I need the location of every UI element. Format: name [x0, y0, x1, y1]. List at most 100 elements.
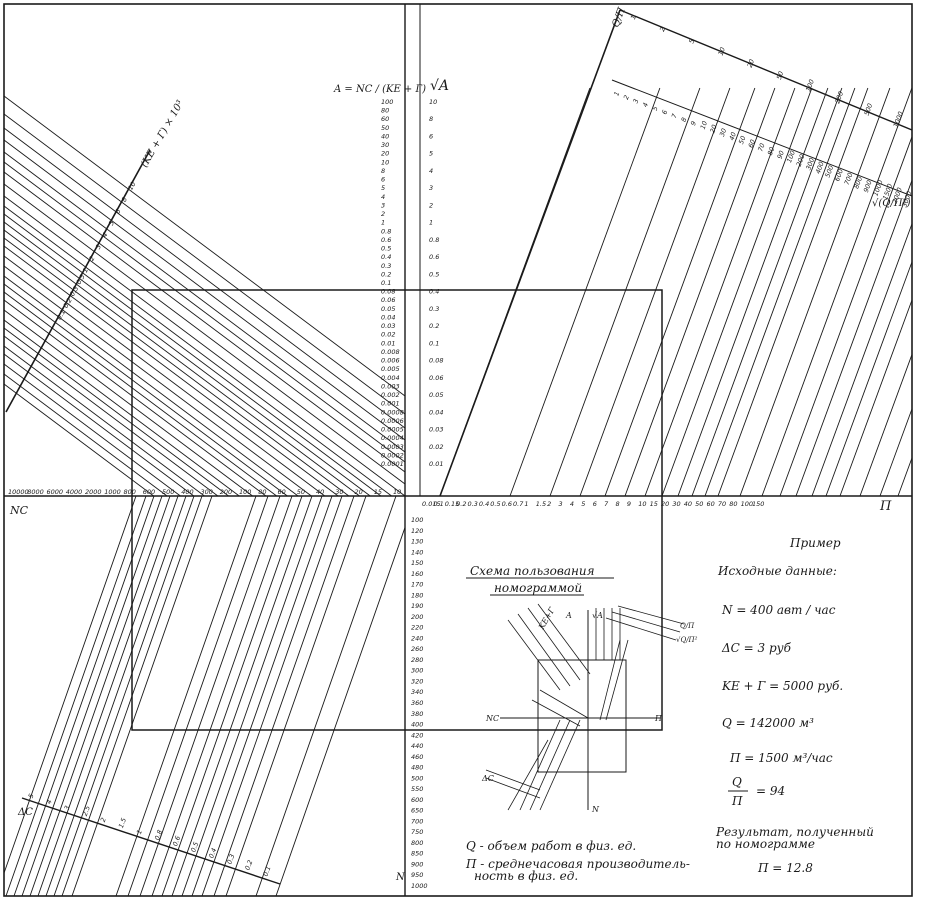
sqrt-q-p2-tick-label: 1 — [612, 90, 621, 97]
p-tick-label: 0.015 — [422, 500, 441, 508]
n-tick-label: 460 — [411, 753, 423, 761]
top-left-curve — [3, 255, 326, 497]
sqrt-q-p2-tick-label: 400 — [814, 161, 826, 175]
n-tick-label: 200 — [411, 613, 423, 621]
n-tick-label: 420 — [411, 731, 423, 739]
top-left-curve — [3, 161, 406, 463]
q-over-p-tick-label: 5 — [687, 38, 696, 45]
scheme-nc-line — [531, 699, 581, 727]
top-left-curve — [3, 327, 229, 497]
nc-tick-label: 20 — [355, 488, 363, 496]
scheme-title-2: номограммой — [494, 581, 582, 595]
sqrt-a-tick-label: 0.05 — [429, 391, 443, 399]
sqrt-q-p2-tick-label: 80 — [766, 146, 776, 157]
ke-g-axis — [5, 149, 151, 413]
p-tick-label: 1 — [524, 500, 528, 508]
nc-tick-label: 100 — [239, 488, 251, 496]
p-tick-label: 3 — [559, 500, 563, 508]
p-tick-label: 80 — [729, 500, 737, 508]
bottom-left-curve — [225, 495, 367, 897]
top-right-curve — [839, 299, 913, 497]
p-tick-label: 9 — [627, 500, 631, 508]
bottom-left-curve — [45, 495, 187, 897]
sqrt-q-p2-tick-label: 600 — [833, 168, 845, 182]
top-left-curve — [3, 113, 406, 415]
n-tick-label: 140 — [411, 548, 423, 556]
scheme-dc-line — [485, 769, 541, 791]
a-tick-label: 0.08 — [381, 288, 395, 296]
a-tick-label: 0.006 — [381, 357, 400, 365]
a-tick-label: 0.005 — [381, 365, 400, 373]
top-left-curve — [3, 195, 406, 497]
sqrt-a-tick-label: 8 — [429, 115, 433, 123]
a-tick-label: 0.2 — [381, 270, 391, 278]
ke-g-label: (KE + Г) × 10³ — [139, 99, 186, 170]
a-tick-label: 2 — [381, 210, 385, 218]
scheme-dc-line — [485, 777, 541, 799]
n-tick-label: 650 — [411, 807, 423, 815]
nc-tick-label: 800 — [124, 488, 136, 496]
sqrt-a-tick-label: 0.02 — [429, 443, 443, 451]
sqrt-a-tick-label: 4 — [429, 167, 433, 175]
scheme-n-line — [529, 719, 571, 811]
top-left-curve — [3, 95, 406, 397]
ke-g-tick-label: 6 — [114, 208, 123, 216]
sqrt-q-p2-tick-label: 50 — [737, 135, 747, 146]
scheme-qp-line — [611, 611, 681, 633]
example-block: Пример Исходные данные: N = 400 авт / ча… — [465, 536, 874, 883]
scheme-ke-line — [527, 607, 581, 681]
a-tick-label: 50 — [381, 124, 389, 132]
a-formula: A = NC / (KE + Г) — [333, 84, 426, 95]
sqrt-a-tick-label: 0.08 — [429, 357, 443, 365]
nc-tick-label: 300 — [201, 488, 213, 496]
example-ratio-value: = 94 — [756, 784, 785, 798]
n-tick-label: 500 — [411, 774, 423, 782]
example-ratio-denominator: П — [731, 794, 743, 808]
scheme-p-line — [605, 639, 629, 721]
p-tick-label: 0.7 — [513, 500, 524, 508]
dc-tick-label: 0.2 — [243, 859, 254, 871]
top-right-curve — [795, 180, 913, 497]
legend-q: Q - объем работ в физ. ед. — [466, 839, 636, 853]
sqrt-q-p2-tick-label: 30 — [718, 127, 728, 138]
result-value: П = 12.8 — [757, 861, 813, 875]
nc-tick-label: 40 — [316, 488, 324, 496]
a-tick-label: 1 — [381, 219, 385, 227]
a-tick-label: 0.0008 — [381, 408, 404, 416]
sqrt-a-tick-label: 5 — [429, 150, 433, 158]
bottom-left-curve — [151, 495, 293, 897]
example-ke-g: KE + Г = 5000 руб. — [721, 679, 843, 693]
n-tick-label: 700 — [411, 817, 423, 825]
scheme-rectangle — [537, 659, 627, 773]
n-tick-label: 240 — [411, 634, 423, 642]
p-tick-label: 30 — [672, 500, 680, 508]
sqrt-a-tick-label: 0.4 — [429, 288, 439, 296]
n-tick-label: 1000 — [411, 882, 428, 890]
a-tick-label: 0.004 — [381, 374, 400, 382]
p-tick-label: 6 — [593, 500, 597, 508]
top-left-curve — [3, 245, 339, 497]
sqrt-a-tick-label: 0.6 — [429, 253, 439, 261]
sqrt-q-p2-tick-label: 5 — [651, 105, 660, 112]
sqrt-a-tick-label: 0.8 — [429, 236, 439, 244]
scheme-n-line — [507, 739, 549, 811]
sqrt-a-tick-label: 0.1 — [429, 339, 439, 347]
a-tick-label: 4 — [381, 193, 385, 201]
p-tick-label: 0.2 — [456, 500, 466, 508]
n-tick-label: 900 — [411, 860, 423, 868]
n-tick-label: 220 — [411, 624, 423, 632]
sqrt-q-p2-tick-label: 100 — [785, 149, 797, 163]
top-right-curve — [811, 223, 913, 497]
scheme-n-line — [519, 719, 561, 811]
top-left-line-family — [3, 95, 406, 497]
a-tick-label: 0.05 — [381, 305, 395, 313]
ke-g-tick-label: 2 — [88, 255, 97, 263]
n-tick-label: 850 — [411, 850, 423, 858]
q-over-p-tick-label: 2 — [658, 26, 667, 33]
n-tick-label: 180 — [411, 591, 423, 599]
n-tick-label: 360 — [411, 699, 423, 707]
q-over-p-scale-line — [619, 9, 913, 131]
top-right-line-family — [439, 87, 913, 497]
